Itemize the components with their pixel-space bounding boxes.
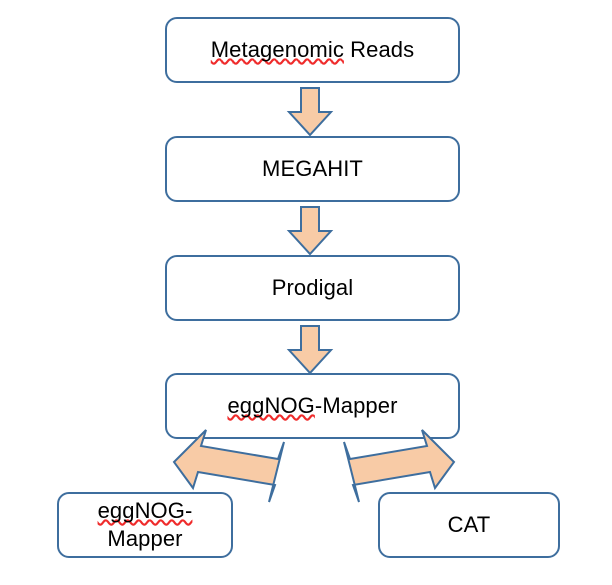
node-metagenomic-reads[interactable]: Metagenomic Reads bbox=[165, 17, 460, 83]
misspelled-text: Metagenomic bbox=[210, 37, 344, 62]
node-label-rest: Prodigal bbox=[271, 275, 354, 300]
arrow-eggnog-to-eggnog-output bbox=[168, 429, 286, 503]
arrow-prodigal-to-eggnog bbox=[286, 325, 334, 375]
misspelled-text: eggNOG bbox=[227, 393, 315, 418]
node-prodigal[interactable]: Prodigal bbox=[165, 255, 460, 321]
node-eggnog-mapper-output[interactable]: eggNOG- Mapper bbox=[57, 492, 233, 558]
node-label-rest: Mapper bbox=[107, 526, 183, 551]
arrow-megahit-to-prodigal bbox=[286, 206, 334, 256]
node-label: Metagenomic Reads bbox=[211, 36, 414, 64]
node-label: eggNOG-Mapper bbox=[227, 392, 397, 420]
node-label: Prodigal bbox=[272, 274, 354, 302]
node-label-rest: CAT bbox=[447, 512, 491, 537]
node-label: CAT bbox=[448, 511, 491, 539]
node-megahit[interactable]: MEGAHIT bbox=[165, 136, 460, 202]
node-label: MEGAHIT bbox=[262, 155, 363, 183]
arrow-reads-to-megahit bbox=[286, 87, 334, 137]
node-eggnog-mapper[interactable]: eggNOG-Mapper bbox=[165, 373, 460, 439]
node-label-rest: -Mapper bbox=[314, 393, 398, 418]
arrow-eggnog-to-cat bbox=[342, 429, 460, 503]
node-label-rest: Reads bbox=[343, 37, 415, 62]
node-label: eggNOG- Mapper bbox=[98, 497, 193, 553]
node-label-rest: MEGAHIT bbox=[262, 156, 363, 181]
misspelled-text: eggNOG- bbox=[97, 498, 193, 523]
node-cat[interactable]: CAT bbox=[378, 492, 560, 558]
